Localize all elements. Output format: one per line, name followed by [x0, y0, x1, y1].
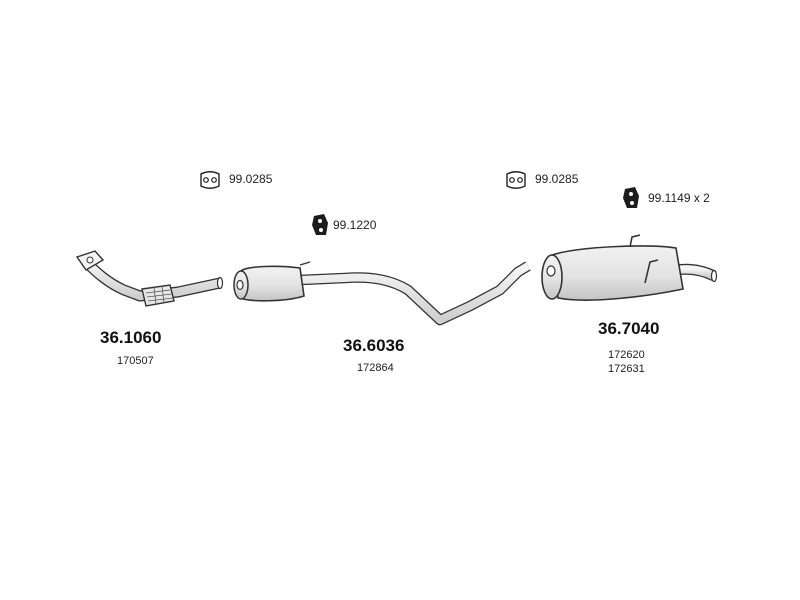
part-number: 36.1060 [100, 328, 162, 347]
middle-muffler-drawing [233, 261, 531, 326]
rubber-mount-icon [312, 214, 328, 235]
part-number: 36.7040 [598, 319, 660, 338]
oe-number: 172631 [608, 363, 645, 375]
oe-number: 172864 [357, 362, 394, 374]
part-number: 36.6036 [343, 336, 405, 355]
accessory-number: 99.1149 x 2 [648, 191, 710, 205]
accessory-number: 99.0285 [535, 172, 579, 186]
gasket-icon [200, 171, 220, 189]
rear-muffler-drawing [541, 234, 718, 301]
accessory-number: 99.1220 [333, 218, 377, 232]
gasket-icon [506, 171, 526, 189]
oe-number: 170507 [117, 355, 154, 367]
oe-number: 172620 [608, 349, 645, 361]
rubber-mount-icon [623, 187, 639, 208]
accessory-number: 99.0285 [229, 172, 273, 186]
front-pipe-drawing [75, 250, 224, 307]
